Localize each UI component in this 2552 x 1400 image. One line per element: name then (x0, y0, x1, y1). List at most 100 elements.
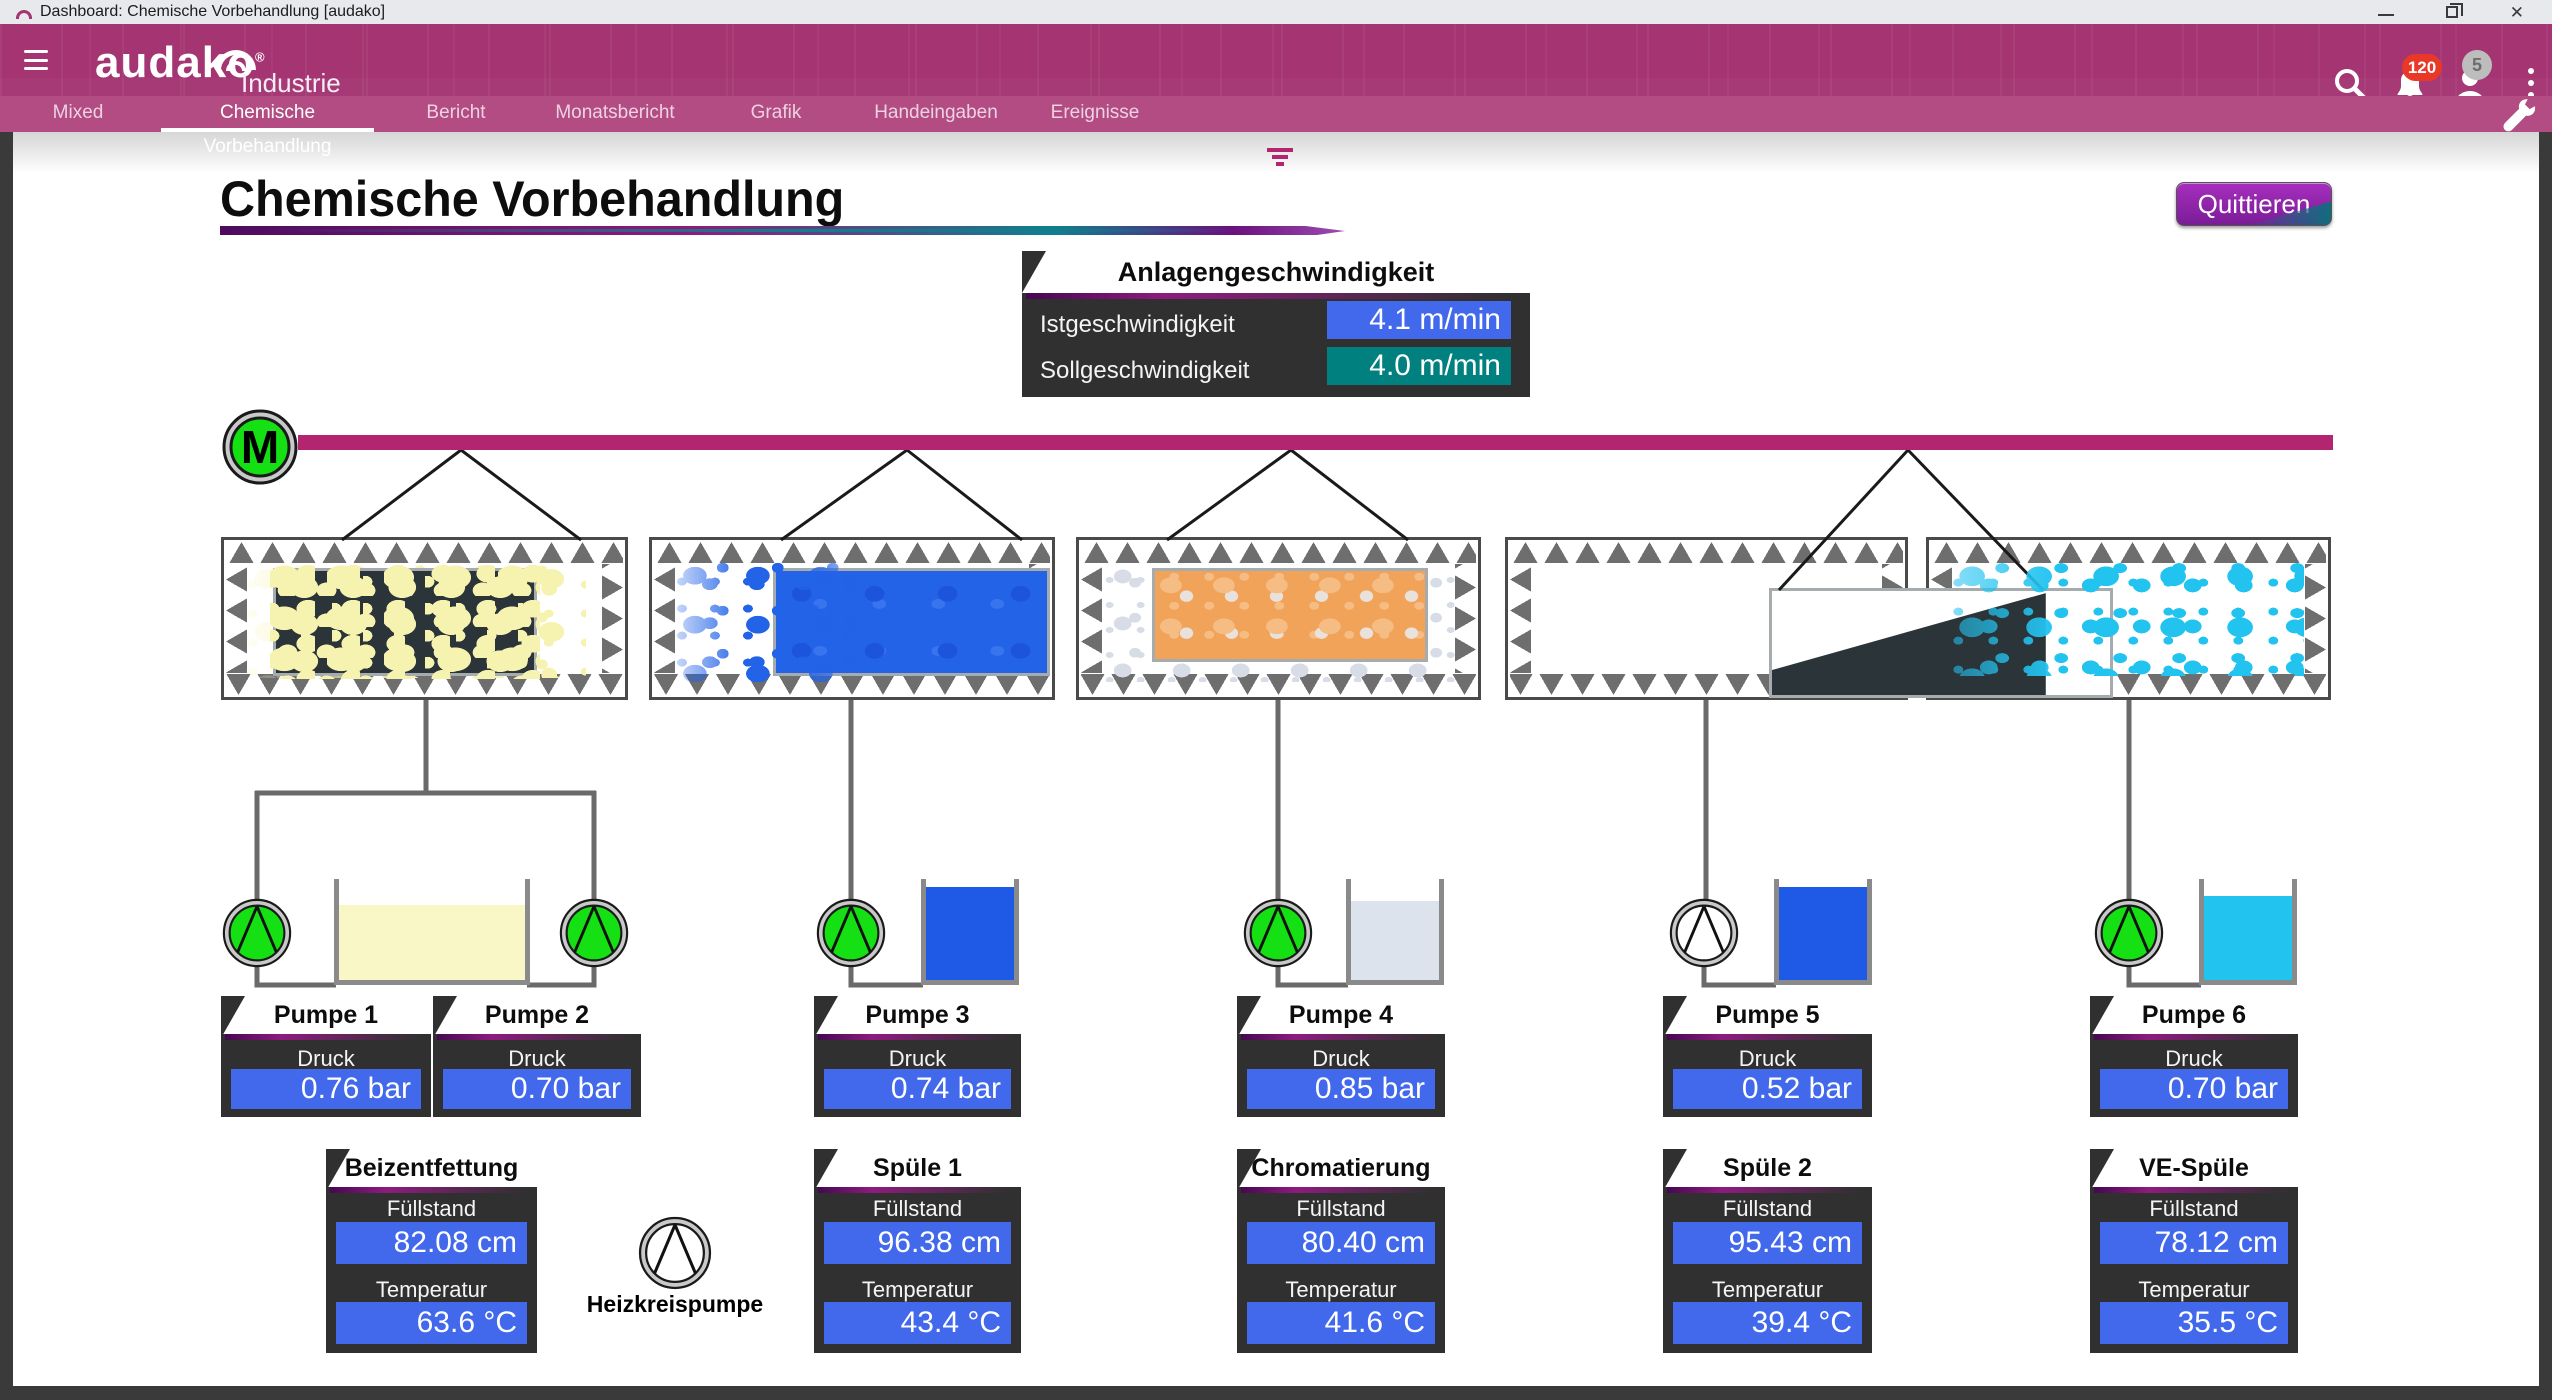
pump5-pressure-value: 0.52 bar (1673, 1069, 1862, 1109)
station3-level-value: 80.40 cm (1247, 1222, 1435, 1264)
dashboard-tabbar: Mixed Chemische Vorbehandlung Bericht Mo… (0, 96, 2552, 157)
menu-icon[interactable] (24, 50, 48, 70)
close-button[interactable]: ✕ (2509, 2, 2524, 22)
station2-title: Spüle 1 (814, 1149, 1021, 1193)
tank-chromatierung (1076, 537, 1481, 700)
station2-temp-label: Temperatur (861, 1277, 974, 1302)
pump6-symbol (2093, 897, 2165, 969)
small-tank-spuele2 (1774, 879, 1872, 985)
station5-temp-label: Temperatur (2138, 1277, 2250, 1302)
tab-monatsbericht[interactable]: Monatsbericht (555, 102, 675, 123)
tab-ereignisse[interactable]: Ereignisse (1050, 102, 1140, 123)
pump3-pressure-value: 0.74 bar (824, 1069, 1011, 1109)
motor-symbol: M (222, 409, 298, 485)
station3-title: Chromatierung (1237, 1149, 1445, 1193)
pump3-symbol (815, 897, 887, 969)
tank5-cyan-spray (1952, 560, 2304, 676)
target-speed-label: Sollgeschwindigkeit (1040, 357, 1250, 384)
station1-level-label: Füllstand (386, 1196, 477, 1221)
pump6-pressure-value: 0.70 bar (2100, 1069, 2288, 1109)
pump1-pressure-value: 0.76 bar (231, 1069, 421, 1109)
station1-level-value: 82.08 cm (336, 1222, 527, 1264)
pump4-title: Pumpe 4 (1237, 996, 1445, 1040)
station3-temp-value: 41.6 °C (1247, 1302, 1435, 1344)
pump5-metric-label: Druck (1738, 1046, 1797, 1071)
small-tank-chromatierung (1346, 879, 1444, 985)
notifications-badge: 120 (2402, 54, 2442, 81)
pump5-title: Pumpe 5 (1663, 996, 1872, 1040)
pump3-title: Pumpe 3 (814, 996, 1021, 1040)
tab-grafik[interactable]: Grafik (750, 102, 802, 123)
pump1-symbol (221, 897, 293, 969)
pump-panel-1: Pumpe 1 Druck 0.76 bar (221, 996, 431, 1117)
tank1-spray-zone (270, 565, 540, 679)
tab-bericht[interactable]: Bericht (426, 102, 486, 123)
station5-level-value: 78.12 cm (2100, 1222, 2288, 1264)
station1-temp-value: 63.6 °C (336, 1302, 527, 1344)
tab-mixed[interactable]: Mixed (52, 102, 104, 123)
station5-level-label: Füllstand (2149, 1196, 2239, 1221)
window-title: Dashboard: Chemische Vorbehandlung [auda… (40, 3, 386, 20)
app-icon (16, 9, 32, 19)
station4-title: Spüle 2 (1663, 1149, 1872, 1193)
overflow-menu-icon[interactable] (2528, 68, 2534, 104)
pump1-metric-label: Druck (297, 1046, 355, 1071)
station2-level-label: Füllstand (872, 1196, 963, 1221)
station5-title: VE-Spüle (2090, 1149, 2298, 1193)
station2-temp-value: 43.4 °C (824, 1302, 1011, 1344)
conveyor-line (298, 435, 2333, 450)
pump6-metric-label: Druck (2165, 1046, 2223, 1071)
station4-level-label: Füllstand (1722, 1196, 1813, 1221)
pump2-title: Pumpe 2 (433, 996, 641, 1040)
tank3-spray-zone (1152, 568, 1428, 662)
speed-panel: Anlagengeschwindigkeit Istgeschwindigkei… (1022, 251, 1530, 397)
speed-panel-title: Anlagengeschwindigkeit (1022, 251, 1530, 299)
logo-arc-icon (226, 61, 246, 71)
station-panel-beizentfettung: Beizentfettung Füllstand 82.08 cm Temper… (326, 1149, 537, 1353)
title-underline-swoosh (220, 226, 1345, 235)
station3-temp-label: Temperatur (1285, 1277, 1397, 1302)
station3-level-label: Füllstand (1296, 1196, 1386, 1221)
pump-panel-2: Pumpe 2 Druck 0.70 bar (433, 996, 641, 1117)
pump-panel-4: Pumpe 4 Druck 0.85 bar (1237, 996, 1445, 1117)
station-panel-spuele2: Spüle 2 Füllstand 95.43 cm Temperatur 39… (1663, 1149, 1872, 1353)
pump1-title: Pumpe 1 (221, 996, 431, 1040)
pump4-metric-label: Druck (1312, 1046, 1370, 1071)
tab-chemische-vorbehandlung[interactable]: Chemische Vorbehandlung (161, 96, 374, 157)
station4-temp-label: Temperatur (1711, 1277, 1824, 1302)
tab-handeingaben[interactable]: Handeingaben (874, 102, 998, 123)
small-tank-spuele1 (921, 879, 1019, 985)
page-title: Chemische Vorbehandlung (220, 171, 845, 227)
actual-speed-value: 4.1 m/min (1327, 301, 1511, 339)
small-tank-ve-spuele (2199, 879, 2297, 985)
motor-label: M (241, 421, 279, 473)
actual-speed-label: Istgeschwindigkeit (1040, 311, 1235, 338)
small-tank-beizentfettung (334, 879, 530, 985)
section-title: Industrie (241, 68, 341, 98)
station1-temp-label: Temperatur (375, 1277, 488, 1302)
pump-panel-6: Pumpe 6 Druck 0.70 bar (2090, 996, 2298, 1117)
pump2-pressure-value: 0.70 bar (443, 1069, 631, 1109)
station-panel-spuele1: Spüle 1 Füllstand 96.38 cm Temperatur 43… (814, 1149, 1021, 1353)
pump6-title: Pumpe 6 (2090, 996, 2298, 1040)
tank-beizentfettung (221, 537, 628, 700)
filter-icon[interactable] (1266, 148, 1294, 168)
minimize-button[interactable] (2377, 14, 2394, 16)
station-panel-ve-spuele: VE-Spüle Füllstand 78.12 cm Temperatur 3… (2090, 1149, 2298, 1353)
settings-wrench-icon[interactable] (2498, 96, 2538, 132)
pump-panel-5: Pumpe 5 Druck 0.52 bar (1663, 996, 1872, 1117)
tank-spuele1 (649, 537, 1055, 700)
station4-temp-value: 39.4 °C (1673, 1302, 1862, 1344)
app-header: audako® Industrie 120 5 (0, 24, 2552, 104)
station2-level-value: 96.38 cm (824, 1222, 1011, 1264)
pump3-metric-label: Druck (888, 1046, 947, 1071)
acknowledge-button[interactable]: Quittieren (2176, 182, 2332, 226)
restore-button[interactable] (2445, 3, 2463, 18)
logo-arc-icon (216, 50, 256, 70)
pump4-pressure-value: 0.85 bar (1247, 1069, 1435, 1109)
pump5-symbol (1668, 897, 1740, 969)
window-titlebar: Dashboard: Chemische Vorbehandlung [auda… (0, 0, 2552, 24)
target-speed-value: 4.0 m/min (1327, 347, 1511, 385)
pump2-metric-label: Druck (508, 1046, 566, 1071)
station5-temp-value: 35.5 °C (2100, 1302, 2288, 1344)
